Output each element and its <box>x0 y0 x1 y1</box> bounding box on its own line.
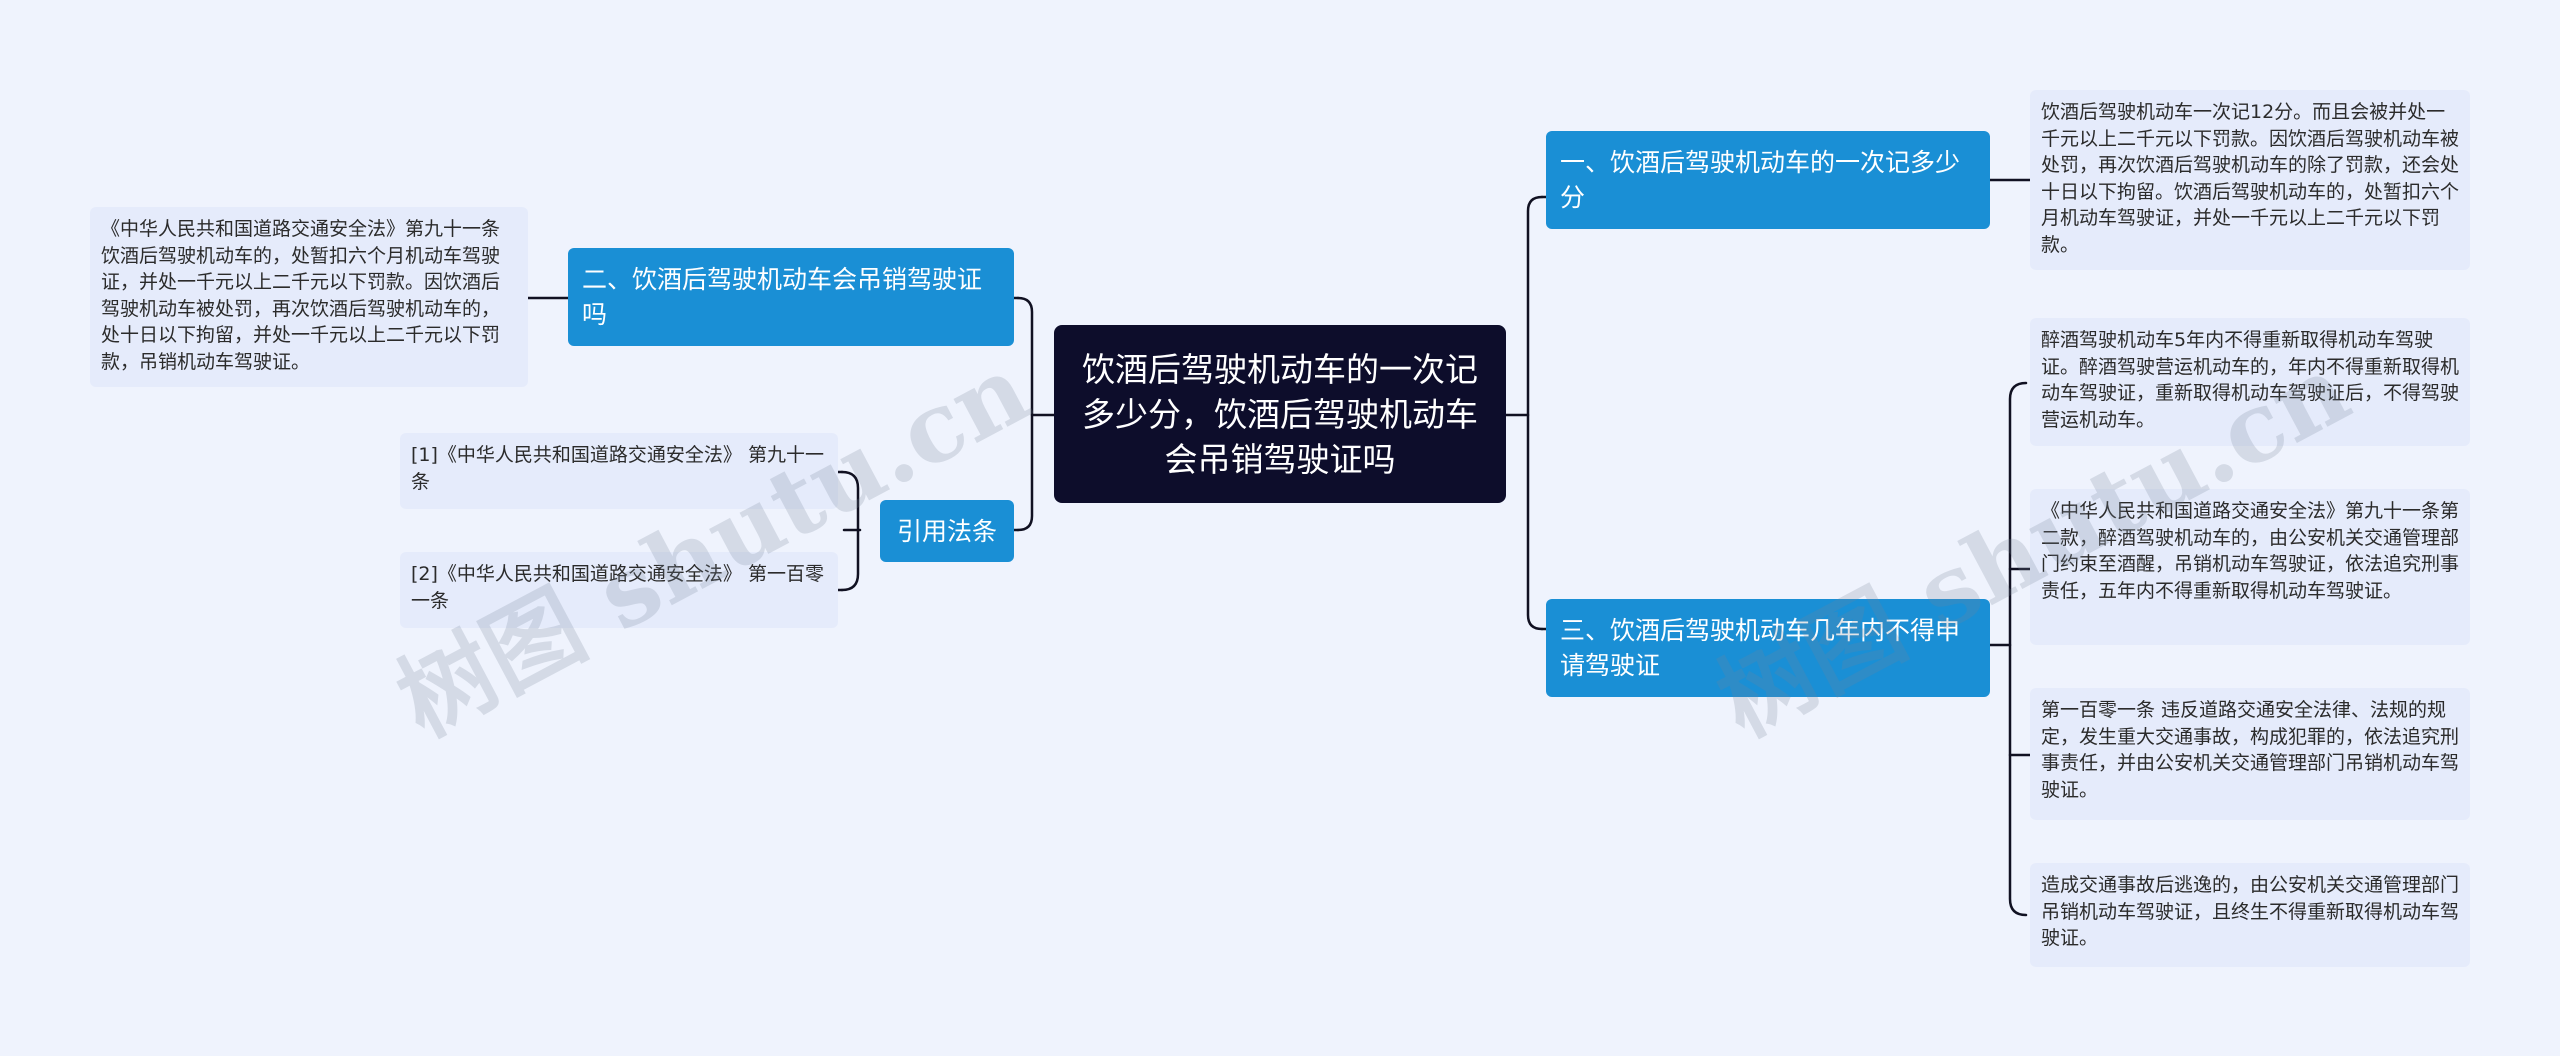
link-b3-trunk <box>2008 381 2028 917</box>
branch-license-revoke-title: 二、饮酒后驾驶机动车会吊销驾驶证吗 <box>582 265 983 329</box>
leaf-article-101[interactable]: 第一百零一条 违反道路交通安全法律、法规的规定，发生重大交通事故，构成犯罪的，依… <box>2030 688 2470 820</box>
leaf-text: 饮酒后驾驶机动车一次记12分。而且会被并处一千元以上二千元以下罚款。因饮酒后驾驶… <box>2041 101 2460 256</box>
root-topic-text: 饮酒后驾驶机动车的一次记多少分，饮酒后驾驶机动车会吊销驾驶证吗 <box>1082 349 1478 479</box>
leaf-score-detail[interactable]: 饮酒后驾驶机动车一次记12分。而且会被并处一千元以上二千元以下罚款。因饮酒后驾驶… <box>2030 90 2470 270</box>
link-b4-branch <box>840 470 860 592</box>
leaf-text: 《中华人民共和国道路交通安全法》第九十一条第二款，醉酒驾驶机动车的，由公安机关交… <box>2041 500 2460 602</box>
leaf-text: 第一百零一条 违反道路交通安全法律、法规的规定，发生重大交通事故，构成犯罪的，依… <box>2041 699 2460 801</box>
branch-cited-laws[interactable]: 引用法条 <box>880 500 1014 562</box>
leaf-article-91-second[interactable]: 《中华人民共和国道路交通安全法》第九十一条第二款，醉酒驾驶机动车的，由公安机关交… <box>2030 489 2470 645</box>
root-topic[interactable]: 饮酒后驾驶机动车的一次记多少分，饮酒后驾驶机动车会吊销驾驶证吗 <box>1054 325 1506 503</box>
branch-reapply-ban-title: 三、饮酒后驾驶机动车几年内不得申请驾驶证 <box>1560 616 1961 680</box>
link-right-trunk <box>1526 195 1544 631</box>
branch-score-deduction[interactable]: 一、饮酒后驾驶机动车的一次记多少分 <box>1546 131 1990 229</box>
branch-score-deduction-title: 一、饮酒后驾驶机动车的一次记多少分 <box>1560 148 1961 212</box>
leaf-text: [1]《中华人民共和国道路交通安全法》 第九十一条 <box>411 444 824 493</box>
leaf-drunk-five-years[interactable]: 醉酒驾驶机动车5年内不得重新取得机动车驾驶证。醉酒驾驶营运机动车的，年内不得重新… <box>2030 318 2470 446</box>
leaf-text: 醉酒驾驶机动车5年内不得重新取得机动车驾驶证。醉酒驾驶营运机动车的，年内不得重新… <box>2041 329 2460 431</box>
leaf-text: 《中华人民共和国道路交通安全法》第九十一条 饮酒后驾驶机动车的，处暂扣六个月机动… <box>101 218 501 373</box>
leaf-citation-2[interactable]: [2]《中华人民共和国道路交通安全法》 第一百零一条 <box>400 552 838 628</box>
link-left-trunk <box>1016 296 1034 532</box>
leaf-hit-and-run[interactable]: 造成交通事故后逃逸的，由公安机关交通管理部门吊销机动车驾驶证，且终生不得重新取得… <box>2030 863 2470 967</box>
leaf-citation-1[interactable]: [1]《中华人民共和国道路交通安全法》 第九十一条 <box>400 433 838 509</box>
branch-license-revoke[interactable]: 二、饮酒后驾驶机动车会吊销驾驶证吗 <box>568 248 1014 346</box>
branch-reapply-ban[interactable]: 三、饮酒后驾驶机动车几年内不得申请驾驶证 <box>1546 599 1990 697</box>
leaf-article-91-first[interactable]: 《中华人民共和国道路交通安全法》第九十一条 饮酒后驾驶机动车的，处暂扣六个月机动… <box>90 207 528 387</box>
leaf-text: 造成交通事故后逃逸的，由公安机关交通管理部门吊销机动车驾驶证，且终生不得重新取得… <box>2041 874 2460 949</box>
branch-cited-laws-title: 引用法条 <box>896 516 997 546</box>
leaf-text: [2]《中华人民共和国道路交通安全法》 第一百零一条 <box>411 563 824 612</box>
